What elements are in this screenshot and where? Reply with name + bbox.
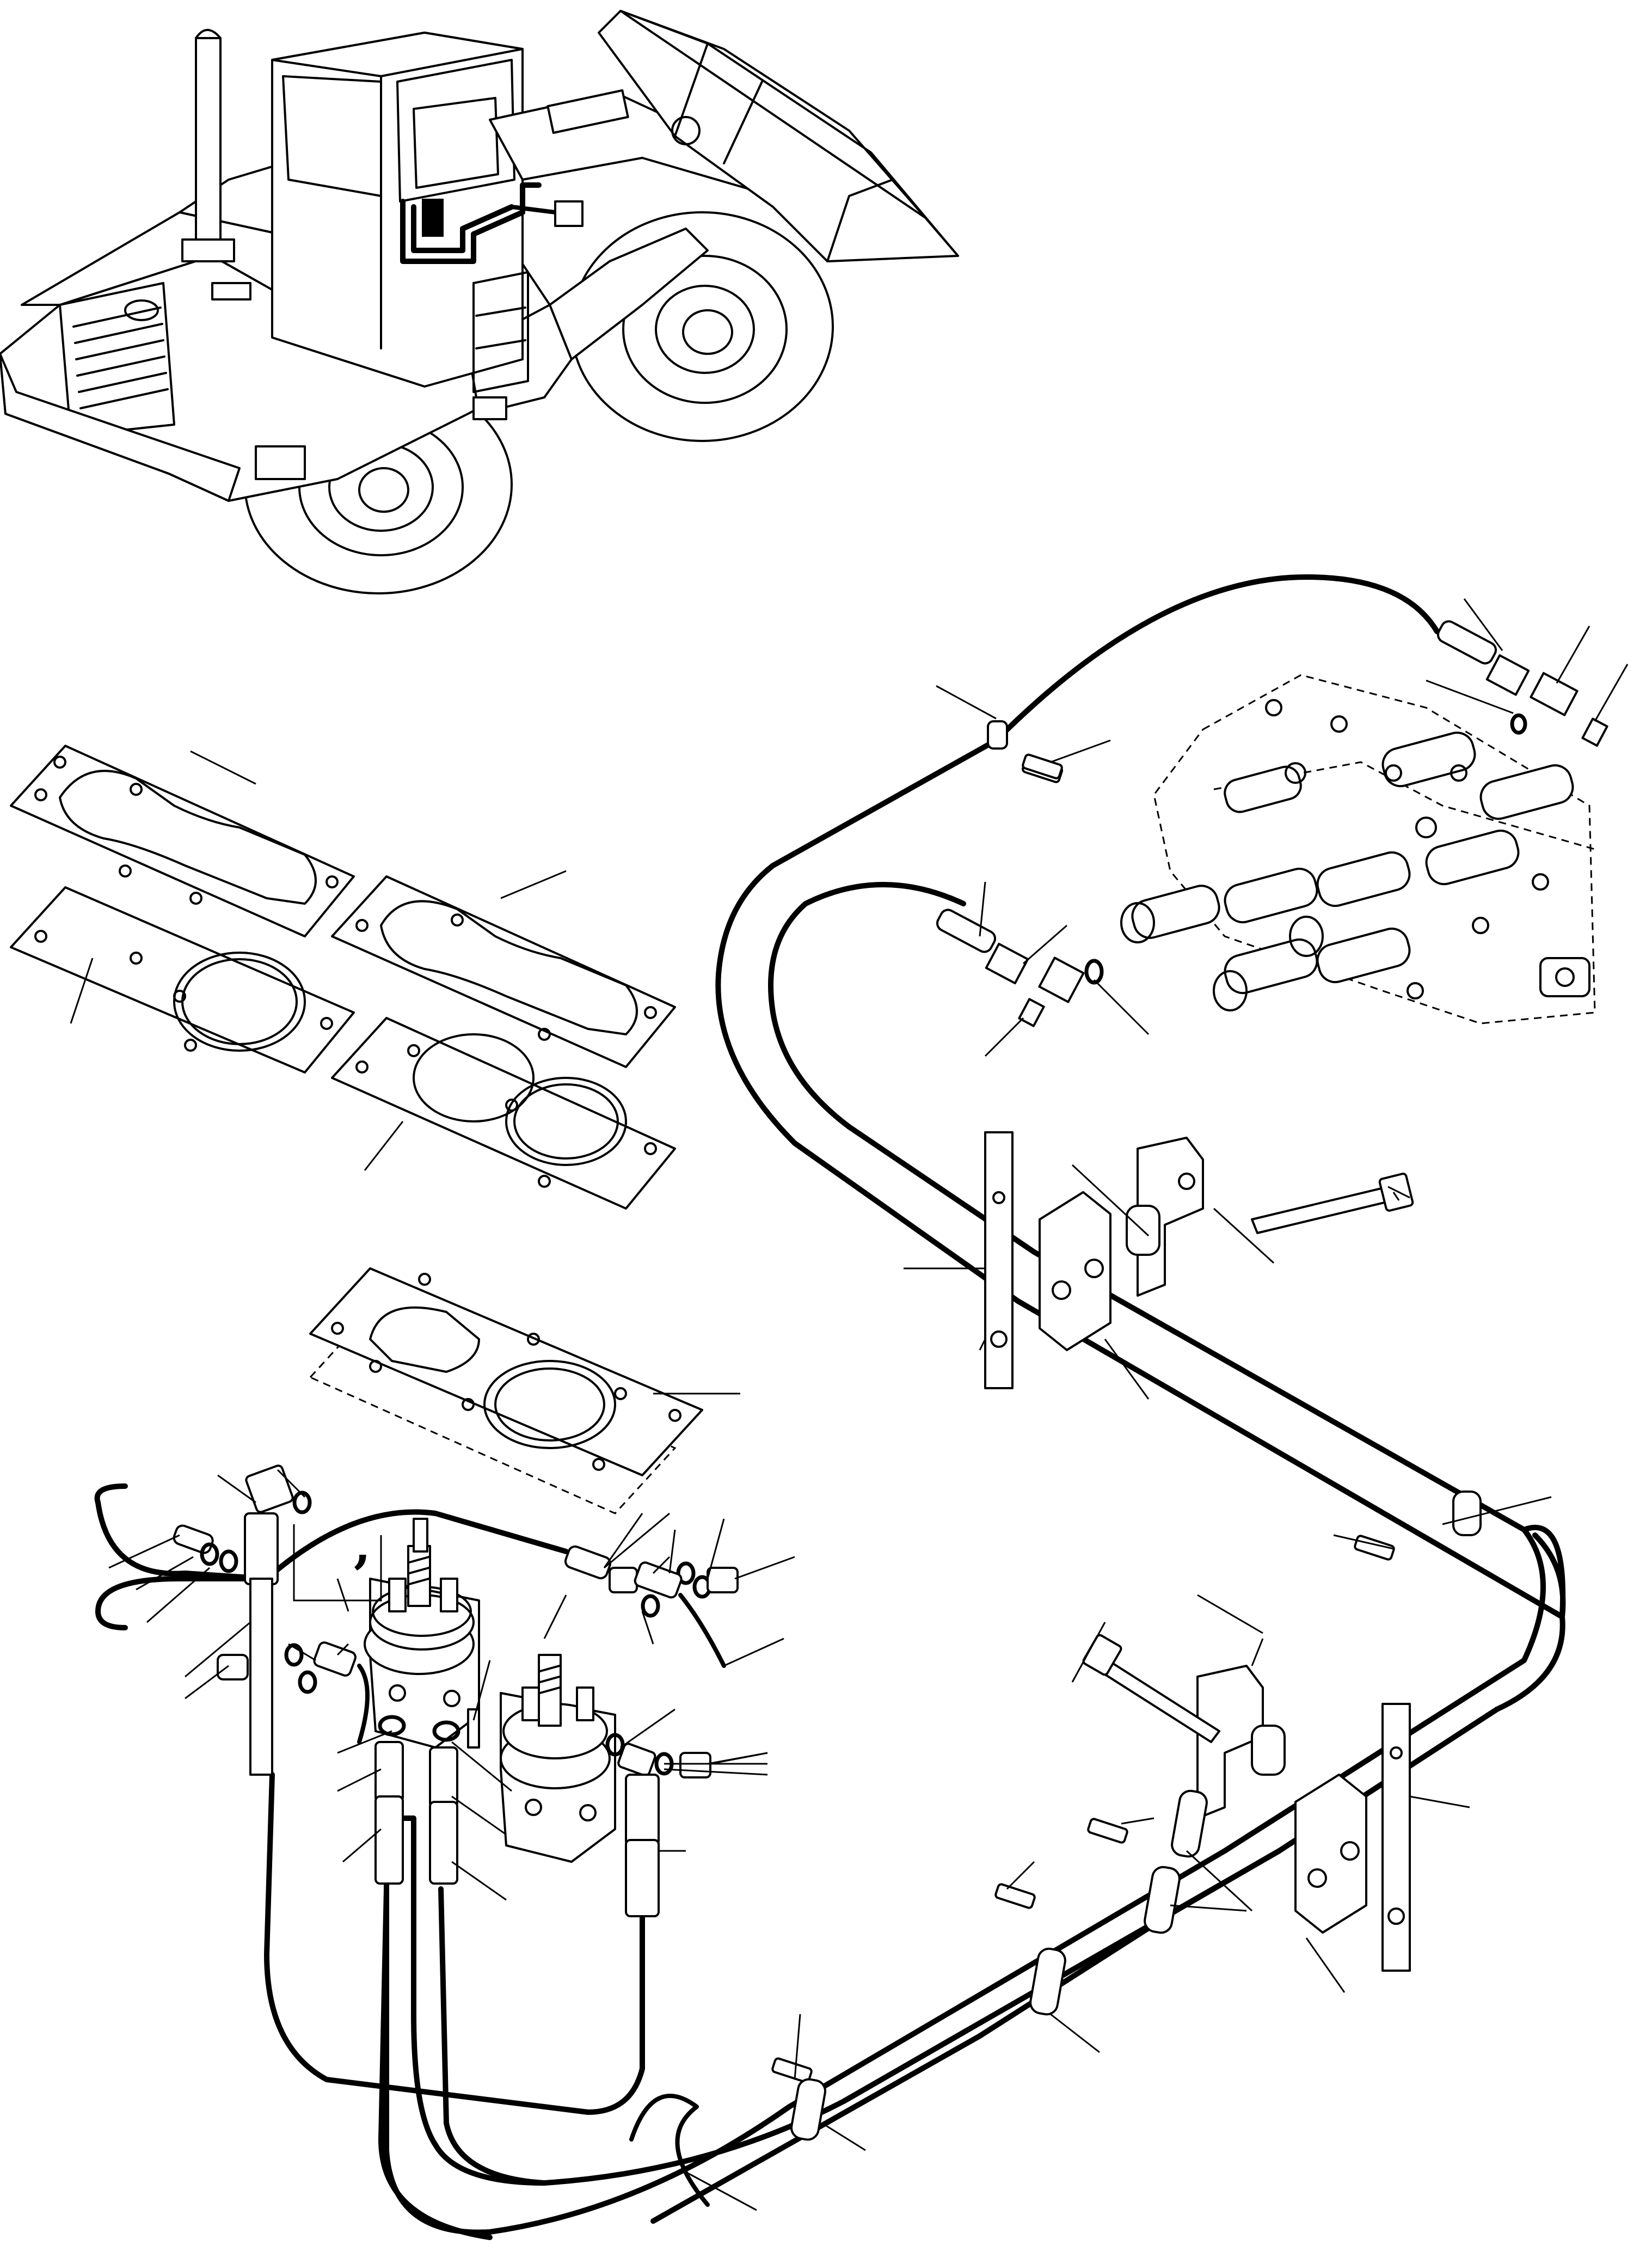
clamp-block-upper xyxy=(1040,1192,1110,1350)
valve-spools xyxy=(1121,729,1576,1010)
hose-upper-loop xyxy=(996,577,1437,740)
solenoid-valve xyxy=(365,1519,615,1862)
valve-bolts xyxy=(1266,700,1589,998)
clamp-block-lower xyxy=(1295,1775,1366,1933)
detail-mark: , xyxy=(354,1517,371,1574)
wheel-loader-overview xyxy=(0,11,958,593)
solenoid-location-highlight xyxy=(403,185,582,261)
leader-lines xyxy=(71,599,1628,2210)
mounting-brackets xyxy=(631,754,1481,2205)
flange-plate-b xyxy=(11,887,354,1072)
gasket-plates xyxy=(11,746,702,1513)
flange-plate-c xyxy=(332,876,675,1067)
operator-cab xyxy=(272,33,528,419)
mount-plate-upper xyxy=(985,1132,1012,1388)
hydraulic-hose xyxy=(97,577,1607,2237)
loader-arm-and-bucket xyxy=(490,11,958,261)
mount-plate-lower xyxy=(1383,1704,1410,1971)
flange-plate-a xyxy=(11,746,354,936)
long-bolt-upper xyxy=(1252,1187,1393,1233)
flange-plate-d xyxy=(332,1018,675,1209)
flange-plate-e xyxy=(310,1268,702,1513)
solenoid-valve-left xyxy=(365,1519,479,1747)
bracket-upper xyxy=(1138,1138,1203,1296)
control-valve xyxy=(1121,675,1595,1023)
solenoid-valve-right xyxy=(501,1655,615,1862)
